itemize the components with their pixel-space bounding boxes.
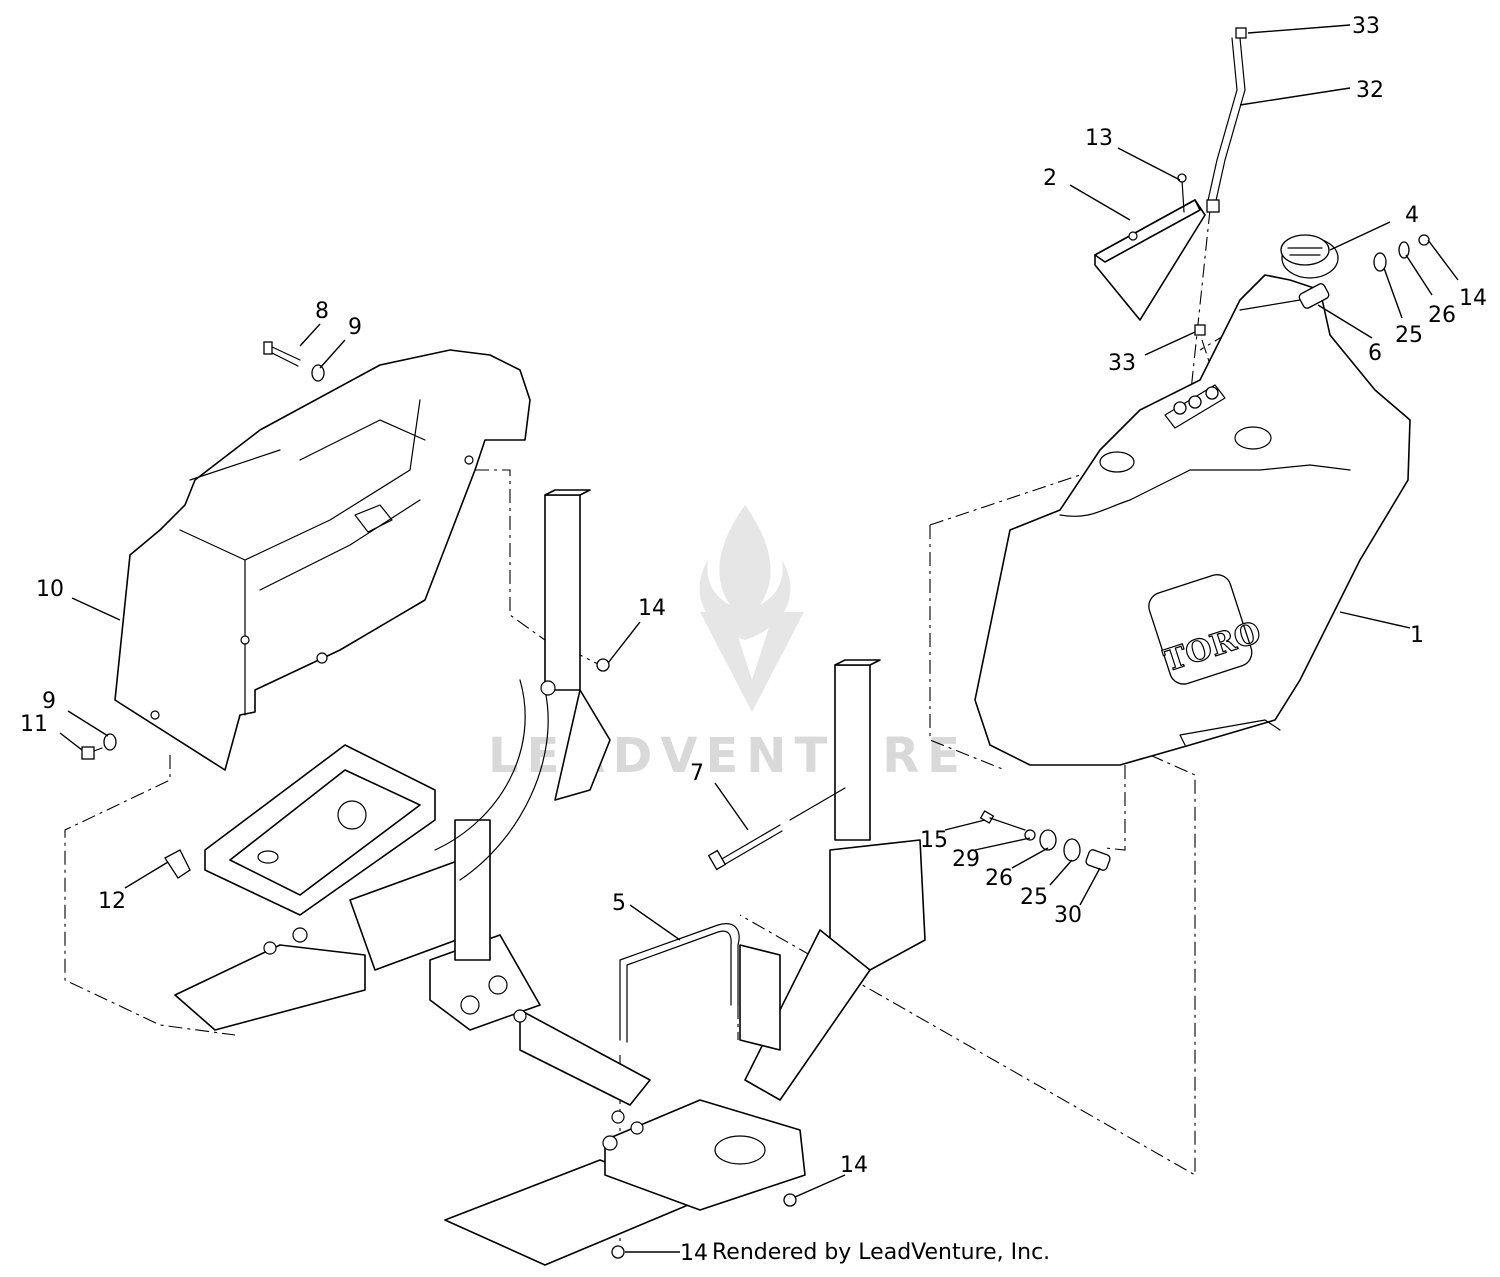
callout-33-top: 33 [1352,14,1380,39]
callout-7: 7 [690,761,704,786]
callout-11: 11 [20,712,48,737]
footer-credit: Rendered by LeadVenture, Inc. [712,1240,1051,1265]
callout-13: 13 [1085,126,1113,151]
callout-32: 32 [1356,78,1384,103]
chassis-frame [174,489,926,1266]
callout-25-a: 25 [1395,323,1423,348]
callout-29: 29 [952,847,980,872]
callout-26-a: 26 [1428,303,1456,328]
callout-8: 8 [315,299,329,324]
watermark-logo-icon [699,505,804,712]
callout-26-b: 26 [985,866,1013,891]
left-panel-part-10 [114,349,531,771]
callout-4: 4 [1405,203,1419,228]
fuel-line-part-32 [1206,37,1246,213]
fuel-cap-part-4 [1280,234,1339,279]
callout-14-a: 14 [1459,286,1487,311]
callout-14-c: 14 [840,1153,868,1178]
bracket-part-2 [1094,199,1206,321]
bolt-part-7 [707,787,846,871]
callout-12: 12 [98,889,126,914]
callout-9-a: 9 [348,315,362,340]
callout-15: 15 [920,828,948,853]
callout-5: 5 [612,891,626,916]
callout-6: 6 [1368,341,1382,366]
callout-2: 2 [1043,166,1057,191]
callout-30: 30 [1054,903,1082,928]
callout-10: 10 [36,577,64,602]
leader-lines [59,24,1459,1253]
callout-25-b: 25 [1020,885,1048,910]
strap-part-5 [619,923,740,1043]
callout-14-d: 14 [680,1241,708,1266]
callout-labels: 33 32 13 2 4 14 26 25 6 33 8 9 10 9 11 1… [20,14,1487,1266]
callout-1: 1 [1410,623,1424,648]
callout-14-b: 14 [638,596,666,621]
callout-33-b: 33 [1108,351,1136,376]
fuel-tank-part-1: TORO [974,274,1411,766]
callout-9-b: 9 [42,689,56,714]
